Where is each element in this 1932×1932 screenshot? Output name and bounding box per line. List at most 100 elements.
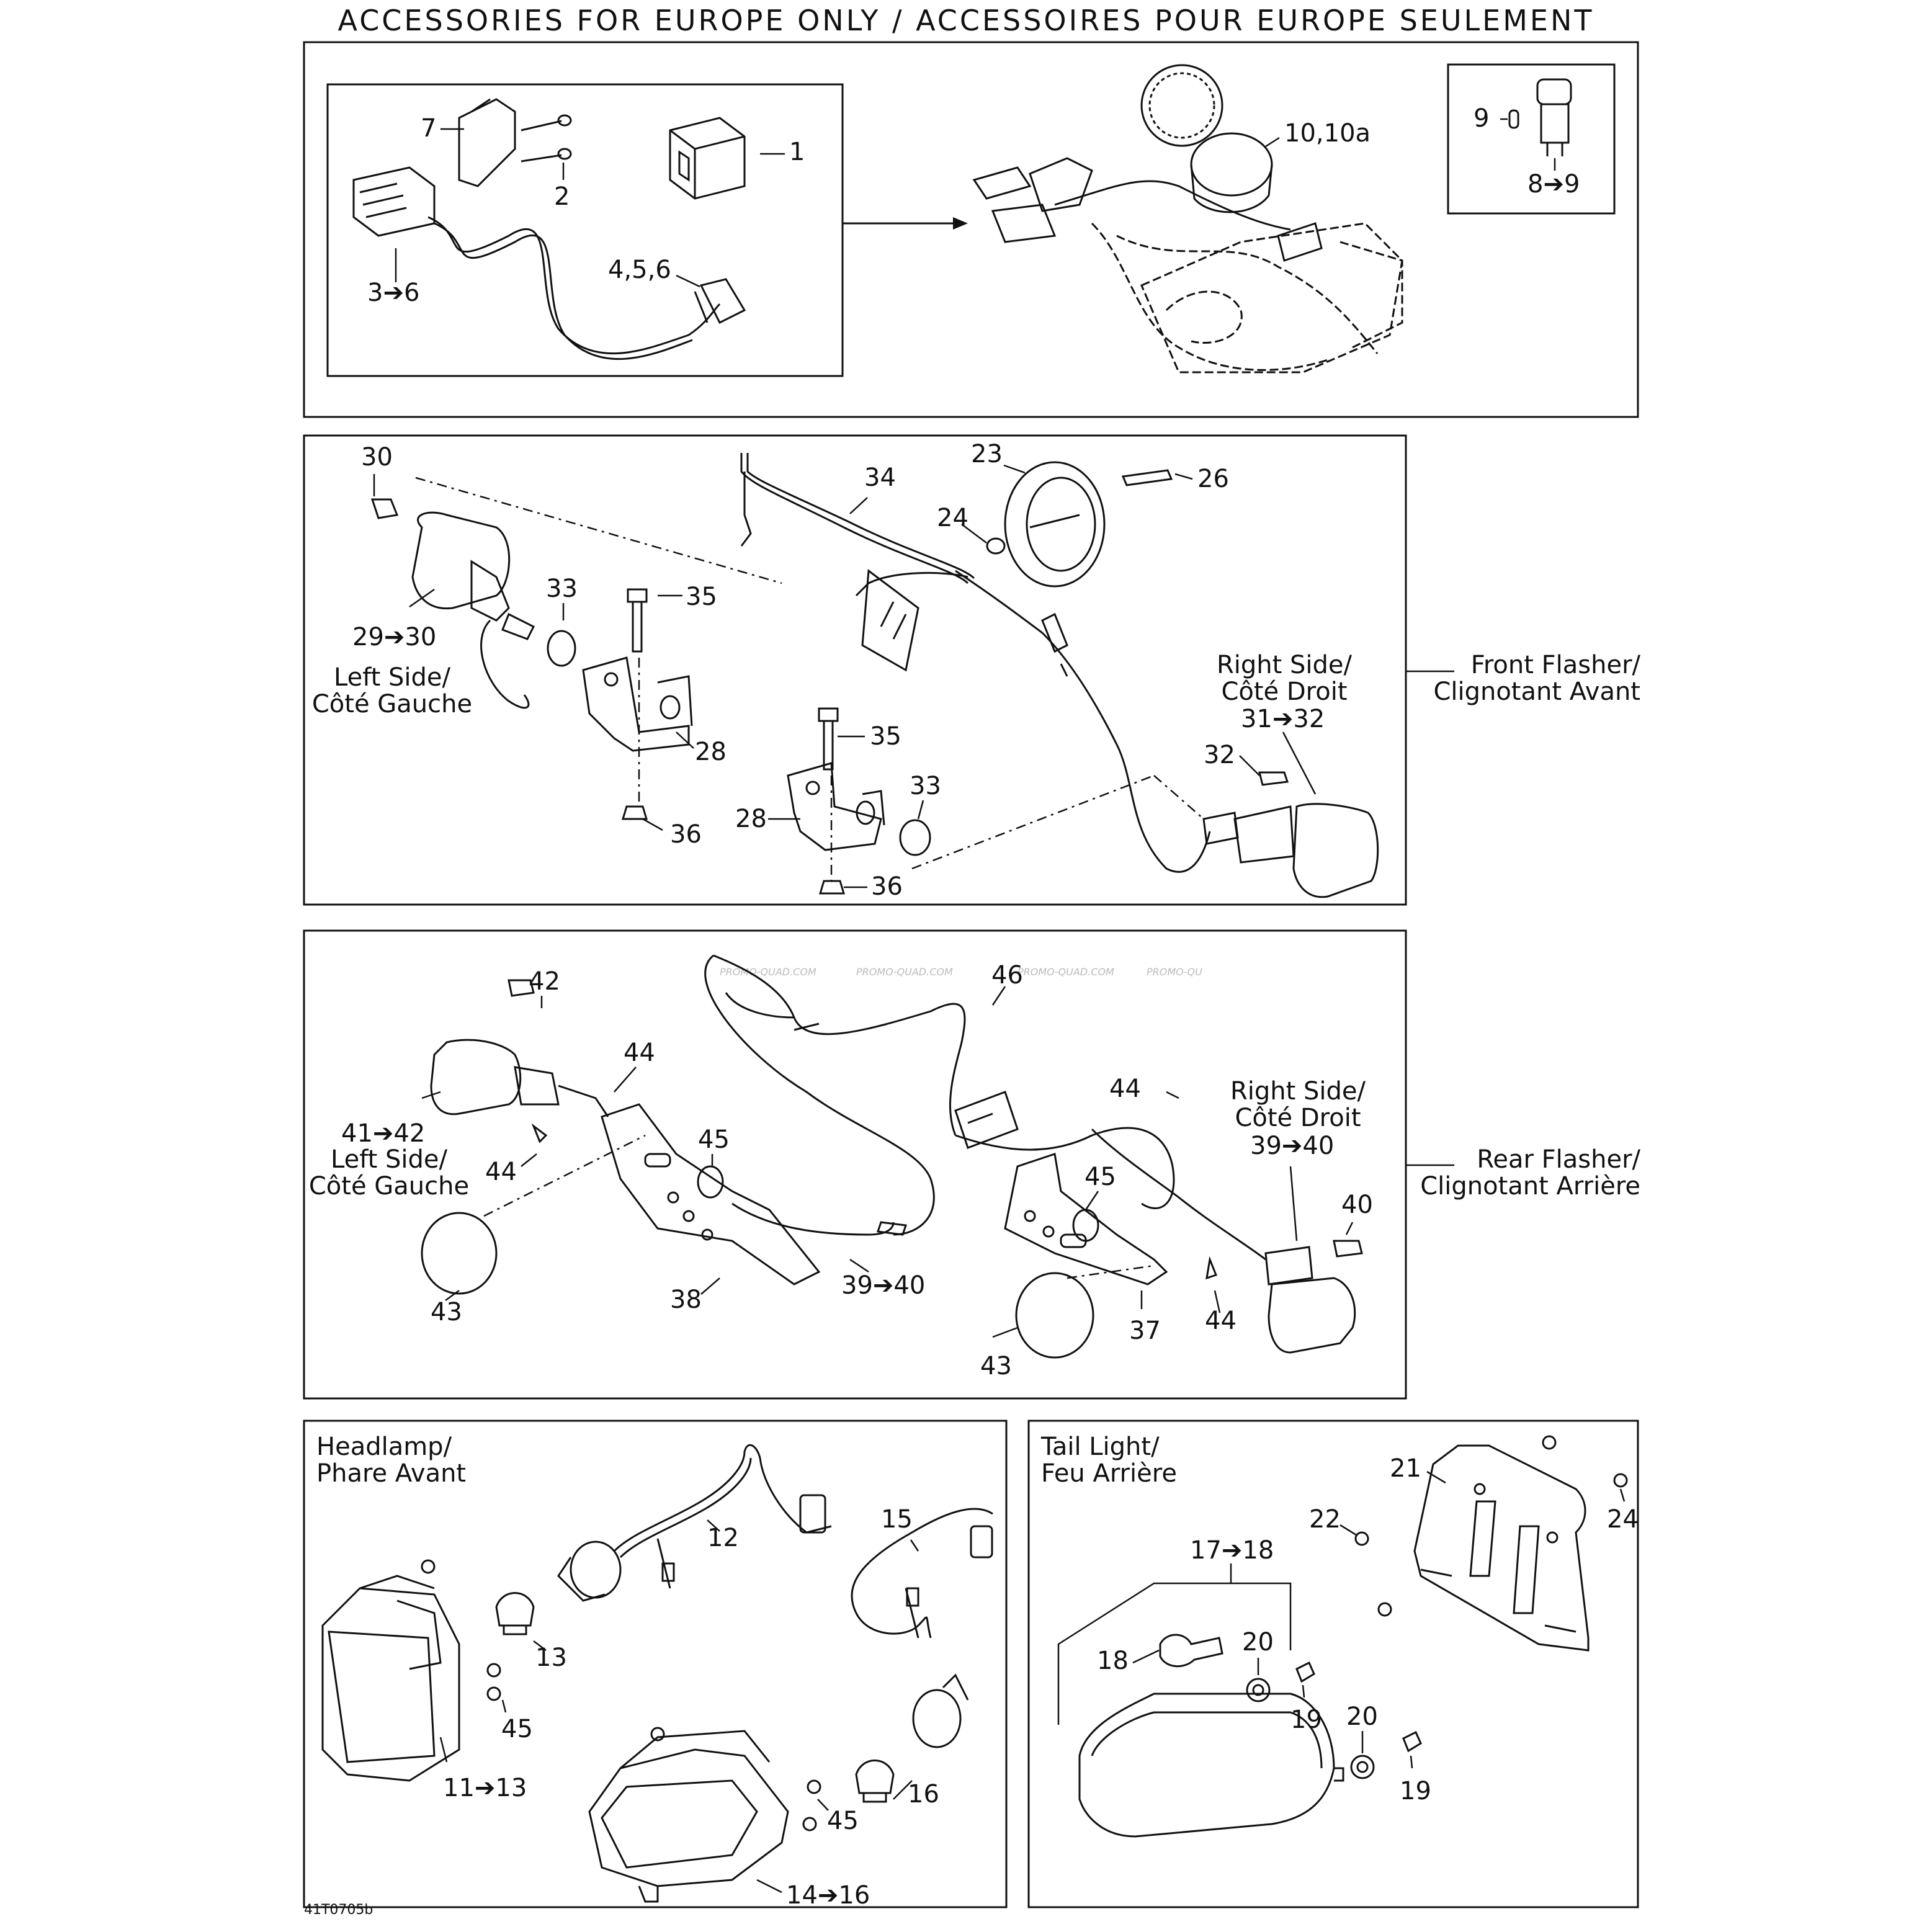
callout-35-right: 35	[870, 722, 901, 751]
front-left-flasher-part	[370, 498, 535, 709]
rear-reflector-part	[421, 1165, 1099, 1359]
rear-right-side-label: Right Side/	[1230, 1077, 1366, 1106]
drawing-code: 41T0705b	[304, 1902, 373, 1918]
license-bracket-part	[1413, 1444, 1590, 1652]
callout-33-left: 33	[546, 575, 578, 603]
callout-2: 2	[554, 182, 570, 211]
headlamp-caption: Headlamp/	[316, 1433, 452, 1461]
callout-31-32: 31➔32	[1241, 705, 1325, 733]
svg-text:PROMO-QU: PROMO-QU	[1147, 966, 1202, 978]
rear-left-side-label: Left Side/	[331, 1145, 447, 1174]
callout-36-right: 36	[871, 872, 903, 901]
panel-2-frame	[303, 434, 1407, 906]
front-right-flasher-part	[1202, 771, 1379, 898]
rear-flasher-label: Rear Flasher/	[1477, 1145, 1640, 1174]
flasher-relay-part	[669, 117, 746, 200]
front-bolt-part	[547, 537, 1006, 895]
handlebar-assembly-part	[972, 157, 1403, 373]
front-bracket-part	[582, 656, 885, 851]
headlamp-bulb-part	[495, 1592, 895, 1803]
front-mount-plate-part	[1004, 461, 1173, 588]
callout-29-30: 29➔30	[352, 623, 436, 651]
callout-1: 1	[789, 138, 805, 166]
rear-left-side-label-fr: Côté Gauche	[309, 1172, 469, 1201]
headlamp-right-part	[588, 1727, 821, 1903]
callout-12: 12	[707, 1524, 739, 1552]
callout-36-left: 36	[670, 820, 702, 849]
callout-9: 9	[1474, 104, 1489, 133]
callout-21: 21	[1390, 1454, 1421, 1483]
callout-3-6: 3➔6	[367, 279, 419, 307]
panel-3-frame	[303, 929, 1407, 1400]
callout-37: 37	[1129, 1317, 1161, 1345]
callout-16: 16	[908, 1780, 939, 1809]
svg-text:PROMO-QUAD.COM: PROMO-QUAD.COM	[720, 966, 816, 978]
callout-32: 32	[1204, 741, 1235, 769]
callout-39-40-left: 39➔40	[841, 1271, 925, 1300]
front-right-side-label-fr: Côté Droit	[1221, 678, 1347, 706]
page-title: ACCESSORIES FOR EUROPE ONLY / ACCESSOIRE…	[338, 4, 1594, 37]
panel-1-frame	[303, 41, 1639, 418]
callout-35-left: 35	[686, 583, 717, 611]
svg-text:PROMO-QUAD.COM: PROMO-QUAD.COM	[1017, 966, 1114, 978]
rear-harness-part	[704, 954, 1266, 1261]
callout-44-a: 44	[624, 1039, 655, 1067]
callout-20-b: 20	[1346, 1702, 1378, 1731]
tail-light-caption-fr: Feu Arrière	[1041, 1459, 1177, 1488]
tail-light-caption: Tail Light/	[1040, 1433, 1160, 1461]
panel-4-frame	[303, 1420, 1008, 1908]
front-left-side-label-fr: Côté Gauche	[312, 690, 472, 718]
screw-part	[557, 114, 572, 160]
front-flasher-label-fr: Clignotant Avant	[1433, 678, 1640, 706]
callout-41-42: 41➔42	[341, 1119, 425, 1148]
front-left-side-label: Left Side/	[334, 663, 450, 692]
panel-5-frame	[1027, 1420, 1639, 1908]
callout-14-16: 14➔16	[786, 1881, 870, 1910]
callout-46: 46	[991, 961, 1023, 990]
callout-4-5-6: 4,5,6	[608, 256, 671, 284]
callout-18: 18	[1097, 1647, 1129, 1675]
callout-38: 38	[670, 1286, 702, 1314]
callout-44-d: 44	[1205, 1307, 1237, 1335]
callout-24: 24	[937, 504, 968, 532]
callout-22: 22	[1309, 1505, 1341, 1534]
callout-43-left: 43	[431, 1298, 462, 1326]
rear-right-flasher-part	[1205, 1240, 1363, 1354]
callout-17-18: 17➔18	[1190, 1536, 1274, 1565]
callout-26: 26	[1197, 465, 1229, 493]
cover-cap-part	[1140, 64, 1273, 213]
front-harness-part	[740, 453, 1211, 873]
callout-24-tail: 24	[1607, 1505, 1639, 1534]
rear-left-flasher-part	[430, 979, 609, 1143]
switch-inset-frame	[1447, 63, 1616, 215]
callout-45-right: 45	[1085, 1163, 1116, 1191]
flasher-switch-part	[352, 98, 746, 360]
callout-34: 34	[864, 463, 896, 492]
headlamp-harness-part	[557, 1444, 993, 1748]
callout-44-b: 44	[1109, 1075, 1141, 1103]
rear-bracket-part	[601, 1103, 1168, 1286]
flasher-relay-inset-frame	[326, 83, 844, 377]
callout-28-right: 28	[735, 805, 767, 833]
callout-7: 7	[421, 114, 436, 143]
callout-30: 30	[361, 443, 393, 472]
front-flasher-label: Front Flasher/	[1471, 651, 1641, 679]
callout-40: 40	[1341, 1191, 1373, 1219]
rear-flasher-label-fr: Clignotant Arrière	[1420, 1172, 1640, 1201]
callout-20-a: 20	[1242, 1628, 1274, 1657]
callout-45-headlamp-left: 45	[501, 1715, 533, 1743]
front-right-side-label: Right Side/	[1217, 651, 1353, 679]
callout-39-40-right: 39➔40	[1250, 1132, 1334, 1160]
callout-15: 15	[881, 1505, 913, 1534]
svg-text:PROMO-QUAD.COM: PROMO-QUAD.COM	[856, 966, 953, 978]
callout-10-10a: 10,10a	[1284, 119, 1371, 148]
indicator-switch-part	[1508, 78, 1572, 156]
callout-42: 42	[529, 967, 560, 996]
callout-13: 13	[535, 1644, 567, 1672]
headlamp-left-part	[321, 1559, 501, 1782]
callout-23: 23	[971, 440, 1003, 468]
callout-28-left: 28	[695, 738, 727, 766]
pointer-arrow-head	[953, 217, 968, 230]
rear-right-side-label-fr: Côté Droit	[1235, 1104, 1361, 1132]
callout-19-b: 19	[1400, 1777, 1431, 1805]
